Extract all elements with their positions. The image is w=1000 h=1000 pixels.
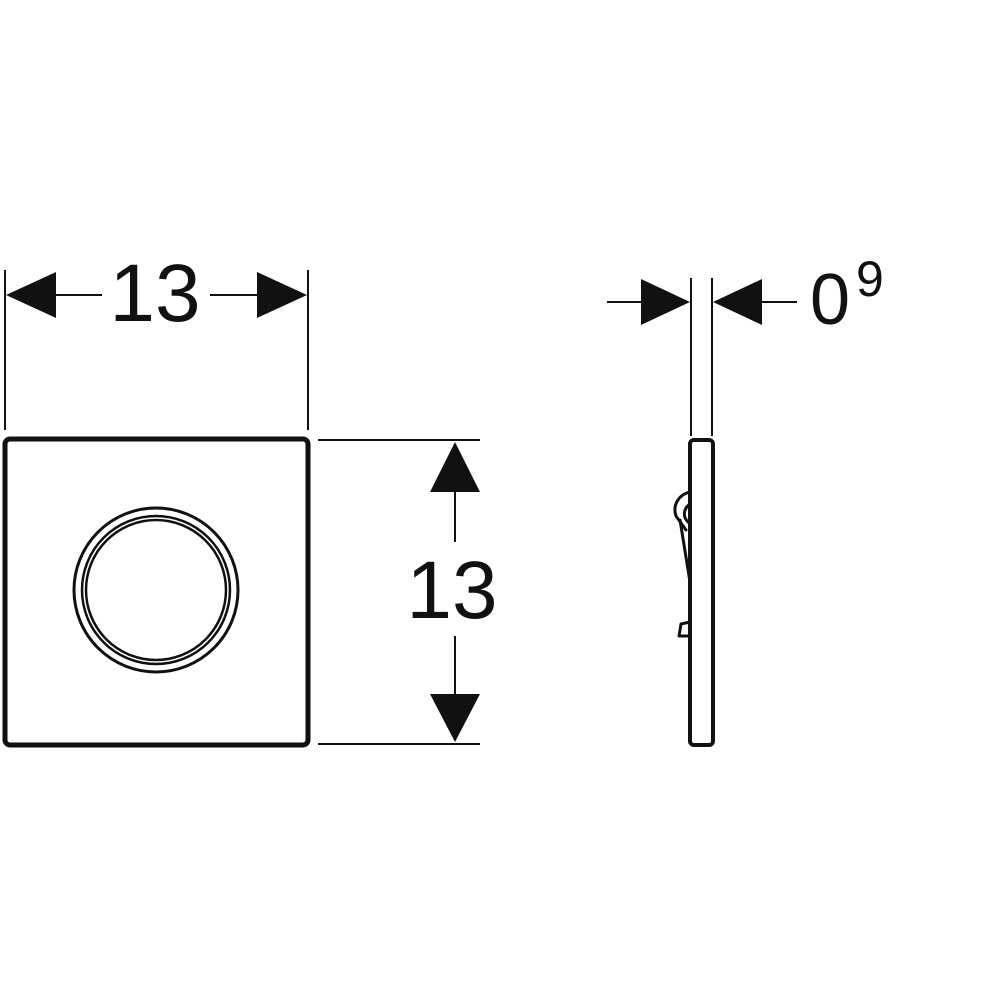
side-clip-lower [677, 620, 691, 638]
side-clip-spring [678, 518, 692, 584]
height-dimension-label: 13 [406, 545, 497, 636]
button-inner-ring [84, 518, 228, 662]
width-dimension-label: 13 [109, 248, 200, 339]
button-middle-ring [80, 514, 232, 666]
thickness-dimension-superscript: 9 [856, 251, 884, 307]
height-arrow-bottom [430, 694, 480, 742]
side-clip-upper [673, 490, 692, 532]
front-plate-outline [2, 436, 311, 748]
width-arrow-right [257, 272, 307, 318]
thickness-arrow-left [641, 279, 690, 325]
height-arrow-top [430, 442, 480, 492]
width-dimension: 13 [4, 248, 309, 430]
thickness-dimension-label: 0 [810, 260, 850, 340]
width-arrow-left [6, 272, 56, 318]
front-view [2, 436, 311, 748]
side-plate-outline [688, 438, 715, 747]
thickness-arrow-right [713, 279, 762, 325]
thickness-dimension: 0 9 [607, 251, 884, 436]
button-outer-ring [72, 506, 240, 674]
height-dimension: 13 [318, 439, 498, 745]
side-view [673, 438, 715, 747]
